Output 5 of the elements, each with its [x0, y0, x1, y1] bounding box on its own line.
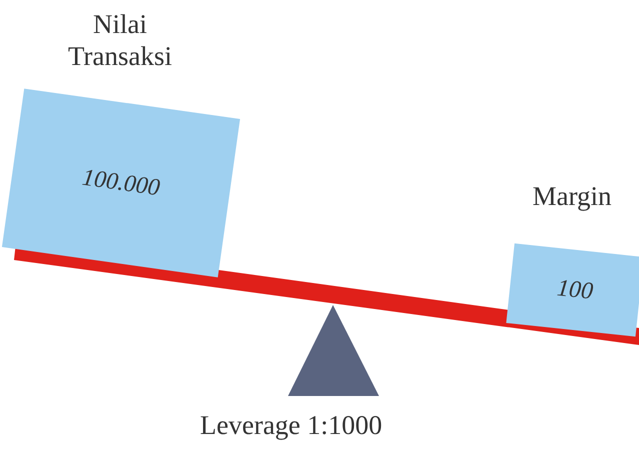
heading-label: Nilai Transaksi	[66, 8, 174, 72]
value-label: 100	[556, 274, 594, 306]
heading-label: Margin	[532, 180, 612, 212]
caption-label: Leverage 1:1000	[200, 410, 382, 441]
value-label: 100.000	[80, 164, 162, 202]
